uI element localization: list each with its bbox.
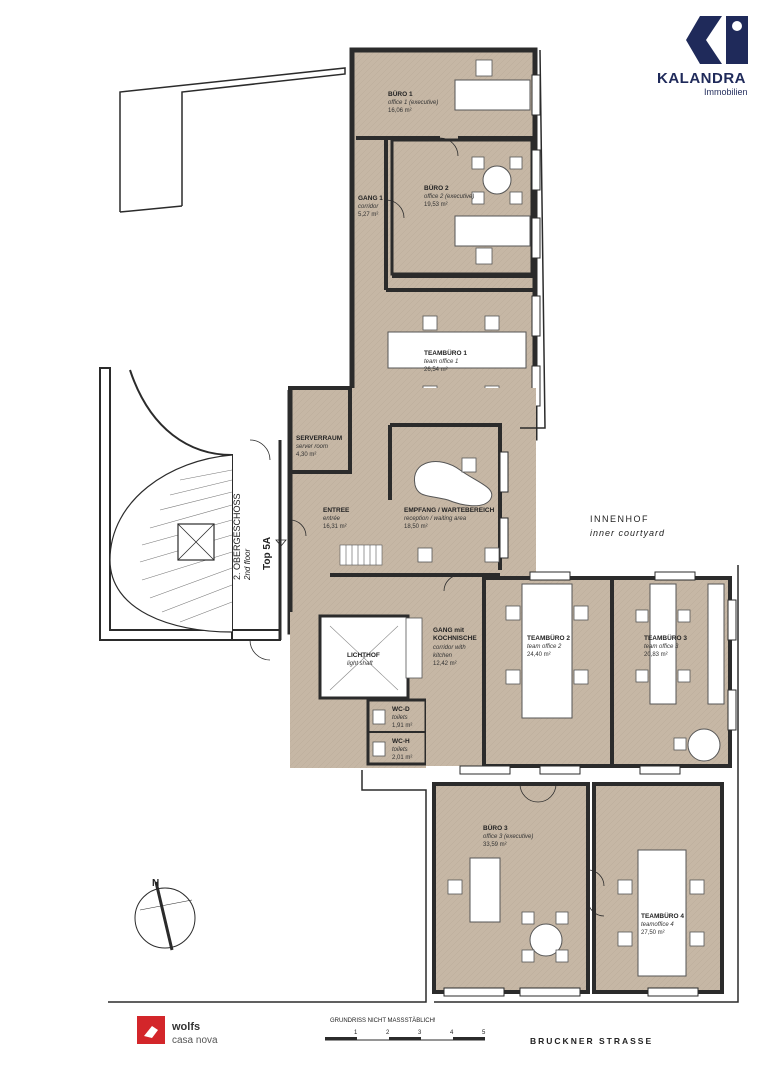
svg-text:corridor: corridor: [358, 204, 379, 210]
room-gang1-label: GANG 1 corridor 5,27 m²: [358, 195, 383, 218]
svg-text:ENTREE: ENTREE: [323, 507, 350, 514]
svg-text:SERVERRAUM: SERVERRAUM: [296, 435, 342, 442]
svg-text:reception / waiting area: reception / waiting area: [404, 516, 467, 522]
svg-text:WC-D: WC-D: [392, 706, 410, 713]
scale-tick-3: 3: [418, 1030, 422, 1036]
brand-name: KALANDRA: [657, 70, 746, 87]
exterior-outline-top: [520, 49, 546, 429]
footer-company: wolfs: [172, 1021, 201, 1033]
north-compass-icon: [134, 881, 196, 951]
svg-text:16,06 m²: 16,06 m²: [388, 108, 412, 114]
svg-text:BÜRO 3: BÜRO 3: [483, 823, 508, 832]
room-empfang-label: EMPFANG / WARTEBEREICH reception / waiti…: [404, 507, 495, 530]
exterior-outline: [434, 565, 739, 1003]
svg-text:2. OBERGESCHOSS: 2. OBERGESCHOSS: [232, 493, 242, 580]
svg-text:TEAMBÜRO 3: TEAMBÜRO 3: [644, 633, 687, 642]
terrace-outline: [119, 67, 346, 213]
room-buero2-label: BÜRO 2 office 2 (executive) 19,53 m²: [424, 183, 474, 208]
room-teambuero1-label: TEAMBÜRO 1 team office 1 26,54 m²: [424, 348, 467, 373]
lower-terrace-outline: [108, 770, 427, 1003]
scale-bar: [325, 1037, 485, 1041]
svg-text:26,54 m²: 26,54 m²: [424, 367, 448, 373]
svg-text:24,40 m²: 24,40 m²: [527, 652, 551, 658]
bottom-wing: [432, 782, 724, 997]
svg-text:2nd floor: 2nd floor: [243, 549, 252, 581]
svg-text:TEAMBÜRO 2: TEAMBÜRO 2: [527, 633, 570, 642]
svg-text:18,50 m²: 18,50 m²: [404, 524, 428, 530]
stair-hall: [99, 367, 282, 661]
room-entree-label: ENTREE entrée 16,31 m²: [323, 507, 350, 530]
svg-text:BÜRO 1: BÜRO 1: [388, 89, 413, 98]
svg-text:LICHTHOF: LICHTHOF: [347, 652, 380, 659]
svg-text:33,59 m²: 33,59 m²: [483, 842, 507, 848]
svg-text:teamoffice 4: teamoffice 4: [641, 922, 674, 928]
svg-text:EMPFANG / WARTEBEREICH: EMPFANG / WARTEBEREICH: [404, 507, 495, 514]
room-teambuero3-label: TEAMBÜRO 3 team office 3 20,83 m²: [644, 633, 687, 658]
scale-note: GRUNDRISS NICHT MASSSTÄBLICH!: [330, 1017, 436, 1024]
svg-text:GANG 1: GANG 1: [358, 195, 383, 202]
svg-text:kitchen: kitchen: [433, 653, 453, 659]
svg-text:19,53 m²: 19,53 m²: [424, 202, 448, 208]
svg-text:KOCHNISCHE: KOCHNISCHE: [433, 635, 477, 642]
svg-text:toilets: toilets: [392, 747, 408, 753]
svg-text:team office 3: team office 3: [644, 644, 679, 650]
room-wch-label: WC-H toilets 2,01 m²: [392, 738, 412, 761]
svg-text:team office 1: team office 1: [424, 359, 458, 365]
svg-text:5,27 m²: 5,27 m²: [358, 212, 378, 218]
room-lichthof-label: LICHTHOF light shaft: [347, 652, 380, 667]
svg-text:GANG mit: GANG mit: [433, 627, 465, 634]
svg-text:team office 2: team office 2: [527, 644, 562, 650]
svg-text:TEAMBÜRO 1: TEAMBÜRO 1: [424, 348, 467, 357]
svg-text:BÜRO 2: BÜRO 2: [424, 183, 449, 192]
svg-text:WC-H: WC-H: [392, 738, 410, 745]
svg-text:office 1 (executive): office 1 (executive): [388, 100, 438, 106]
svg-text:entrée: entrée: [323, 516, 341, 522]
kalandra-logo-icon: [686, 16, 748, 64]
svg-text:corridor with: corridor with: [433, 645, 466, 651]
scale-tick-4: 4: [450, 1030, 454, 1036]
svg-text:1,91 m²: 1,91 m²: [392, 723, 412, 729]
svg-text:20,83 m²: 20,83 m²: [644, 652, 668, 658]
room-wcd-label: WC-D toilets 1,91 m²: [392, 706, 412, 729]
north-label: N: [152, 878, 159, 889]
upper-wing: [349, 47, 541, 441]
wolfs-logo-icon: [137, 1016, 165, 1044]
svg-text:office 3 (executive): office 3 (executive): [483, 834, 533, 840]
svg-text:12,42 m²: 12,42 m²: [433, 661, 457, 667]
svg-text:2,01 m²: 2,01 m²: [392, 755, 412, 761]
room-teambuero4-label: TEAMBÜRO 4 teamoffice 4 27,50 m²: [641, 911, 684, 936]
brand-subtitle: Immobilien: [704, 87, 748, 97]
svg-text:16,31 m²: 16,31 m²: [323, 524, 347, 530]
svg-text:27,50 m²: 27,50 m²: [641, 930, 665, 936]
room-teambuero2-label: TEAMBÜRO 2 team office 2 24,40 m²: [527, 633, 570, 658]
svg-text:server room: server room: [296, 444, 328, 450]
room-buero1-label: BÜRO 1 office 1 (executive) 16,06 m²: [388, 89, 438, 114]
svg-text:office 2 (executive): office 2 (executive): [424, 194, 474, 200]
room-gang-kochnische-label: GANG mit KOCHNISCHE corridor with kitche…: [433, 627, 477, 667]
scale-tick-2: 2: [386, 1030, 390, 1036]
core-block: [290, 580, 486, 768]
svg-text:4,30 m²: 4,30 m²: [296, 452, 316, 458]
scale-tick-5: 5: [482, 1030, 486, 1036]
courtyard-name: INNENHOF: [590, 514, 649, 524]
right-wing: [459, 571, 737, 775]
svg-text:Top 5A: Top 5A: [262, 537, 273, 570]
footer-subtitle: casa nova: [172, 1035, 218, 1046]
courtyard-sub: inner courtyard: [590, 528, 665, 538]
entrance-arrow-icon: [275, 539, 287, 547]
svg-text:toilets: toilets: [392, 715, 408, 721]
floor-label: 2. OBERGESCHOSS 2nd floor: [232, 493, 252, 581]
svg-text:light shaft: light shaft: [347, 661, 373, 667]
street-label: BRUCKNER STRASSE: [530, 1036, 653, 1046]
room-serverraum-label: SERVERRAUM server room 4,30 m²: [296, 435, 342, 458]
room-buero3-label: BÜRO 3 office 3 (executive) 33,59 m²: [483, 823, 533, 848]
svg-text:TEAMBÜRO 4: TEAMBÜRO 4: [641, 911, 684, 920]
unit-label: Top 5A: [262, 537, 273, 570]
scale-tick-1: 1: [354, 1030, 358, 1036]
